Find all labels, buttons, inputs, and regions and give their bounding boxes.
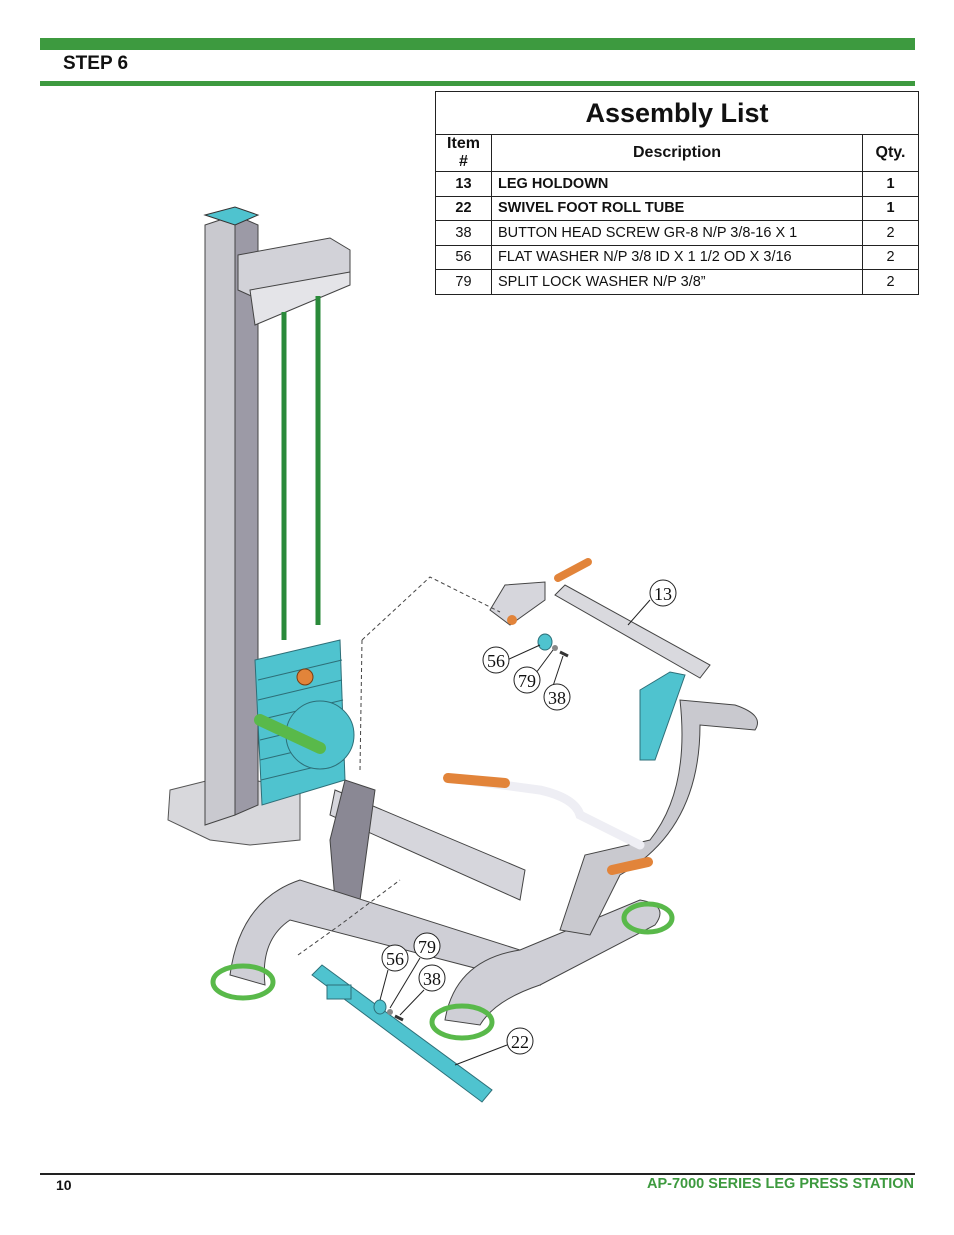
callout-79-circle-lower bbox=[413, 932, 441, 960]
callout-56-circle-lower bbox=[381, 944, 409, 972]
item-qty: 2 bbox=[862, 269, 918, 294]
callout-79-label-upper: 79 bbox=[518, 671, 536, 691]
callout-56-label-lower: 56 bbox=[386, 949, 404, 969]
table-row: 79 SPLIT LOCK WASHER N/P 3/8” 2 bbox=[436, 269, 918, 294]
column-header-item: Item # bbox=[436, 135, 492, 172]
callout-79-circle-upper bbox=[513, 666, 541, 694]
item-number: 56 bbox=[436, 244, 492, 270]
footer-title: AP-7000 SERIES LEG PRESS STATION bbox=[647, 1176, 914, 1192]
header-bar-top bbox=[40, 38, 915, 50]
item-qty: 2 bbox=[862, 244, 918, 270]
header-bar-bottom bbox=[40, 81, 915, 86]
callout-56-label-upper: 56 bbox=[487, 651, 505, 671]
item-qty: 1 bbox=[862, 195, 918, 221]
item-qty: 1 bbox=[862, 171, 918, 197]
callout-56-circle-upper bbox=[482, 646, 510, 674]
callout-13-circle bbox=[649, 579, 677, 607]
assembly-list-table: Item # Description Qty. 13 LEG HOLDOWN 1… bbox=[436, 135, 918, 294]
callout-38-label-upper: 38 bbox=[548, 688, 566, 708]
column-header-qty: Qty. bbox=[862, 135, 918, 172]
item-description: FLAT WASHER N/P 3/8 ID X 1 1/2 OD X 3/16 bbox=[491, 244, 863, 270]
table-row: 13 LEG HOLDOWN 1 bbox=[436, 171, 918, 197]
callout-38-circle-upper bbox=[543, 683, 571, 711]
callout-13-label: 13 bbox=[654, 584, 672, 604]
table-row: 22 SWIVEL FOOT ROLL TUBE 1 bbox=[436, 195, 918, 221]
footer-rule bbox=[40, 1173, 915, 1175]
assembly-list: Assembly List Item # Description Qty. 13… bbox=[435, 91, 919, 295]
table-row: 56 FLAT WASHER N/P 3/8 ID X 1 1/2 OD X 3… bbox=[436, 244, 918, 270]
callout-79-label-lower: 79 bbox=[418, 937, 436, 957]
callout-38-label-lower: 38 bbox=[423, 969, 441, 989]
item-description: BUTTON HEAD SCREW GR-8 N/P 3/8-16 X 1 bbox=[491, 220, 863, 246]
item-qty: 2 bbox=[862, 220, 918, 246]
item-number: 38 bbox=[436, 220, 492, 246]
column-header-description: Description bbox=[491, 135, 863, 172]
item-number: 22 bbox=[436, 195, 492, 221]
callout-38-circle-lower bbox=[418, 964, 446, 992]
table-header-row: Item # Description Qty. bbox=[436, 135, 918, 172]
item-number: 79 bbox=[436, 269, 492, 294]
item-number: 13 bbox=[436, 171, 492, 197]
callout-22-label: 22 bbox=[511, 1032, 529, 1052]
step-heading: STEP 6 bbox=[63, 53, 129, 74]
item-description: LEG HOLDOWN bbox=[491, 171, 863, 197]
assembly-list-title: Assembly List bbox=[436, 92, 918, 135]
callout-22-circle bbox=[506, 1027, 534, 1055]
item-description: SPLIT LOCK WASHER N/P 3/8” bbox=[491, 269, 863, 294]
item-description: SWIVEL FOOT ROLL TUBE bbox=[491, 195, 863, 221]
page-number: 10 bbox=[56, 1177, 72, 1193]
table-row: 38 BUTTON HEAD SCREW GR-8 N/P 3/8-16 X 1… bbox=[436, 220, 918, 246]
